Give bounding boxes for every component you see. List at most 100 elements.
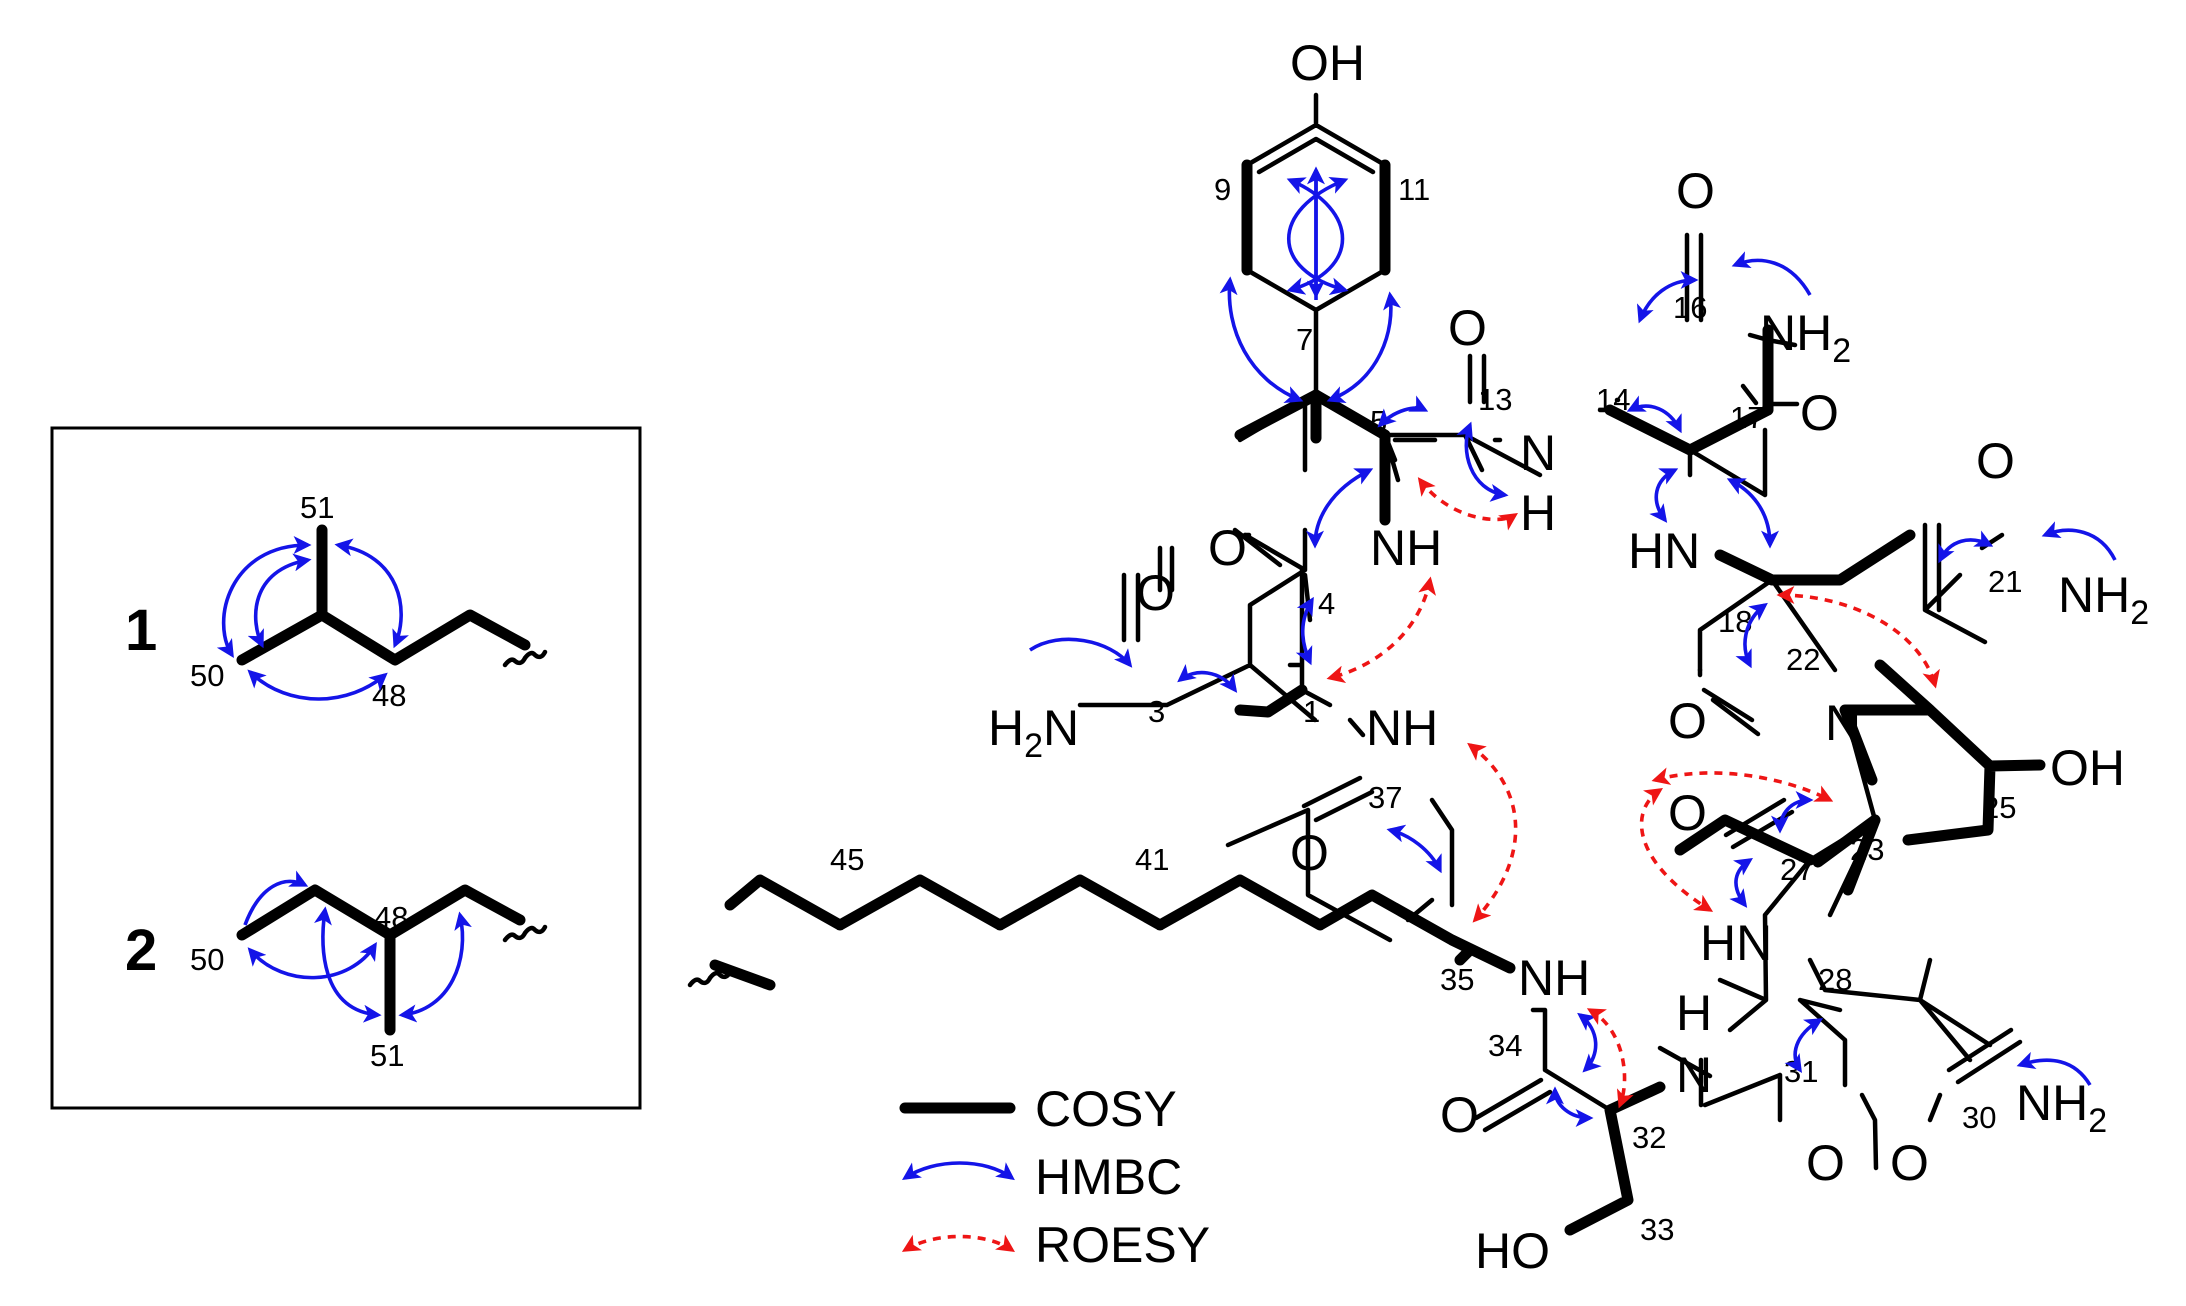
hmbc-arrow	[1649, 468, 1679, 523]
atom-nh-35: NH	[1518, 950, 1590, 1006]
atom-nh-1: NH	[1366, 700, 1438, 756]
c2-cosy-bonds	[236, 884, 526, 1036]
atom-oh-top: OH	[1290, 35, 1365, 91]
locant-17: 17	[1730, 400, 1764, 435]
c2-hmbc-arrow	[314, 906, 382, 1023]
inset-frame	[50, 426, 642, 1110]
atom-h-13: H	[1520, 485, 1556, 541]
compound-1-label: 1	[125, 598, 157, 663]
hmbc-arrow	[1386, 824, 1442, 874]
atom-o-17: O	[1800, 385, 1839, 441]
locant-13: 13	[1478, 382, 1512, 417]
locant-30: 30	[1962, 1100, 1996, 1135]
atom-hn-27: HN	[1700, 915, 1772, 971]
c2-label-51: 51	[370, 1038, 404, 1073]
locant-25: 25	[1982, 790, 2016, 825]
compound-2-fragment: 50 48 51	[190, 870, 548, 1073]
locant-3: 3	[1148, 694, 1165, 729]
atom-nh2-21: NH2	[2058, 567, 2149, 632]
atom-o-27: O	[1668, 785, 1707, 841]
hmbc-arrow	[1326, 291, 1401, 403]
atom-o-21: O	[1976, 433, 2015, 489]
hmbc-arrow	[1771, 791, 1814, 834]
hmbc-arrow	[1219, 276, 1304, 403]
roesy-arrow	[1776, 586, 1940, 689]
atom-n-pro: N	[1825, 695, 1861, 751]
roesy-arrow	[1639, 787, 1714, 912]
atom-nh2-30: NH2	[2016, 1075, 2107, 1140]
atom-o-3: O	[1136, 565, 1175, 621]
compound-2-label: 2	[125, 918, 157, 983]
locant-1: 1	[1303, 694, 1320, 729]
hmbc-arrow	[1784, 1018, 1824, 1073]
locant-7: 7	[1296, 322, 1313, 357]
c2-label-50: 50	[190, 942, 224, 977]
locant-4: 4	[1318, 586, 1335, 621]
hmbc-correlations	[1029, 166, 2117, 1127]
atom-o-31: O	[1806, 1135, 1845, 1191]
hmbc-arrow	[1626, 395, 1682, 434]
c2-wavy-bond	[502, 924, 548, 943]
locant-41: 41	[1135, 842, 1169, 877]
legend-roesy-label: ROESY	[1035, 1217, 1210, 1273]
hmbc-arrow	[1295, 596, 1314, 666]
roesy-arrow	[1326, 576, 1436, 684]
atom-o-30: O	[1890, 1135, 1929, 1191]
hmbc-arrow	[1177, 663, 1238, 693]
locant-37: 37	[1368, 780, 1402, 815]
locant-31: 31	[1784, 1054, 1818, 1089]
atom-oh-25: OH	[2050, 740, 2125, 796]
hmbc-arrow	[1029, 637, 1133, 668]
locant-22: 22	[1786, 642, 1820, 677]
c1-label-51: 51	[300, 490, 334, 525]
c1-hmbc-arrow	[216, 536, 312, 659]
hmbc-arrow	[1729, 858, 1753, 908]
hmbc-arrow	[2016, 1051, 2092, 1086]
legend-hmbc-swatch	[902, 1161, 1015, 1181]
locant-27: 27	[1780, 852, 1814, 887]
roesy-correlations	[1326, 477, 1940, 1109]
atom-nh-5: NH	[1370, 520, 1442, 576]
atom-n-32: N	[1676, 1047, 1712, 1103]
locant-45: 45	[830, 842, 864, 877]
locant-9: 9	[1214, 172, 1231, 207]
locant-14: 14	[1596, 382, 1630, 417]
atom-n-13: N	[1520, 425, 1556, 481]
c1-label-50: 50	[190, 658, 224, 693]
c2-hmbc-arrow	[243, 870, 309, 926]
c2-hmbc-arrow	[247, 941, 377, 980]
hmbc-arrow	[1726, 478, 1779, 549]
atom-o-13: O	[1448, 300, 1487, 356]
legend-cosy-label: COSY	[1035, 1081, 1177, 1137]
hmbc-arrow	[1577, 1012, 1602, 1073]
c2-label-48: 48	[374, 900, 408, 935]
inset-panel: 1 2 51 50 48 50 48 51	[50, 426, 642, 1110]
atom-hn-18: HN	[1628, 523, 1700, 579]
hmbc-arrow	[1546, 1086, 1594, 1127]
c1-hmbc-arrow	[247, 669, 388, 701]
atom-ho-33: HO	[1475, 1223, 1550, 1279]
hmbc-arrow	[1377, 395, 1429, 428]
hmbc-arrow	[2041, 521, 2117, 561]
peptide-structure	[724, 92, 2046, 1236]
locant-21: 21	[1988, 564, 2022, 599]
tail-bond	[709, 959, 776, 991]
hmbc-arrow	[1636, 271, 1699, 324]
locant-numbers: 1 3 4 5 7 9 11 13 14 16 17 18 21 22 23 2…	[830, 172, 2022, 1247]
atom-h-32: H	[1676, 985, 1712, 1041]
locant-34: 34	[1488, 1028, 1522, 1063]
locant-11: 11	[1398, 172, 1430, 207]
legend-hmbc-label: HMBC	[1035, 1149, 1182, 1205]
atom-o-22: O	[1668, 693, 1707, 749]
c1-hmbc-arrow	[334, 538, 409, 649]
locant-23: 23	[1850, 832, 1884, 867]
c1-cosy-bonds	[236, 524, 531, 666]
hmbc-arrow	[1731, 251, 1812, 296]
hmbc-arrow	[1735, 602, 1768, 669]
atom-o-16: O	[1676, 163, 1715, 219]
tail-wavy-bond	[687, 969, 733, 988]
roesy-arrow	[1467, 742, 1518, 923]
legend: COSY HMBC ROESY	[899, 1081, 1210, 1273]
atom-o-34: O	[1440, 1087, 1479, 1143]
